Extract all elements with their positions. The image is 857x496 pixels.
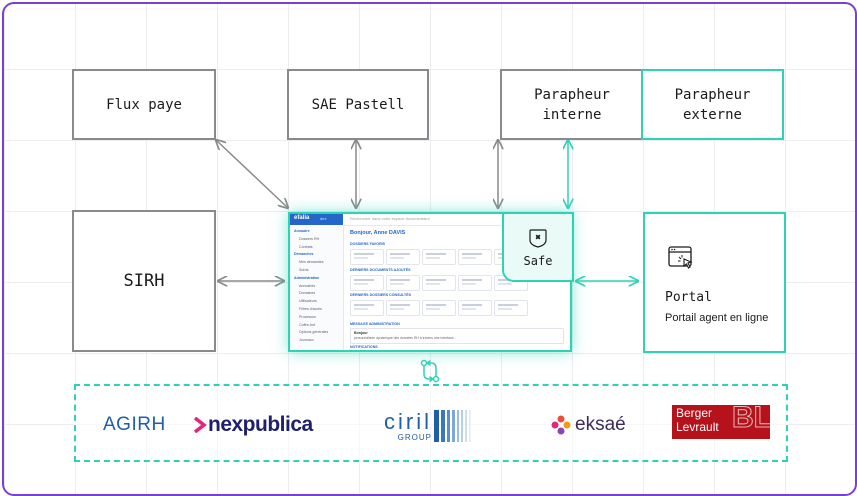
ciril-stripes-icon [434,410,471,442]
sidebar-item[interactable]: Annuaires [299,283,316,288]
agirh-logo: AGIRH [103,410,166,440]
portal-title: Portal [665,290,712,305]
sidebar-item[interactable]: Contrats [299,244,313,249]
section-header-message: MESSAGE ADMINISTRATION [350,322,400,326]
parapheur-externe-box: Parapheur externe [641,69,784,140]
sirh-label: SIRH [123,271,165,291]
ciril-group-text: GROUP [397,432,432,442]
sidebar-item[interactable]: Dossiers RH [299,236,320,241]
flux-paye-box: Flux paye [72,69,216,140]
berger-line1: Berger [676,406,713,420]
sidebar-item[interactable]: Utilisateurs [299,299,317,304]
section-card[interactable] [458,249,492,265]
admin-message-title: Bonjour [354,331,368,335]
nexpublica-logo: nexpublica [194,410,313,440]
nexpublica-chevron-icon [194,417,207,433]
section-card[interactable] [350,249,384,265]
agirh-logo-text: AGIRH [103,414,166,435]
section-card[interactable] [350,300,384,316]
sidebar-item[interactable]: Journaux [299,338,314,343]
app-logo: efalia [294,215,310,221]
sae-pastell-label: SAE Pastell [311,96,405,113]
portal-subtitle: Portail agent en ligne [665,312,769,324]
arrow-flux-paye [216,140,288,208]
partner-logos: AGIRH nexpublica ciril GROUP eksaé [74,384,788,462]
section-card[interactable] [494,300,528,316]
sidebar-item[interactable]: Suivis [299,268,309,272]
section-header-consultes: DERNIERS DOSSIERS CONSULTÉS [350,293,412,297]
parapheur-externe-label: Parapheur externe [674,86,751,123]
eksae-logo-text: eksaé [575,414,626,435]
portal-box: Portal Portail agent en ligne [643,212,786,353]
connectors [4,4,855,383]
sidebar-item[interactable]: Processus [299,314,316,319]
sync-icon [420,359,440,383]
app-main: Bonjour, Anne DAVIS [350,230,405,236]
section-header-documents: DERNIERS DOCUMENTS AJOUTÉS [350,268,411,272]
section-card[interactable] [422,300,456,316]
sidebar-item[interactable]: Annuaire [294,229,310,233]
flux-paye-label: Flux paye [106,96,182,113]
section-card[interactable] [386,249,420,265]
sirh-box: SIRH [72,210,216,352]
app-logo-tag: dex [320,216,327,221]
sidebar-item[interactable]: Administration [294,275,320,280]
admin-message-body: personnalisée dynamique des données RH à… [354,336,457,340]
section-header-notifications: NOTIFICATIONS [350,345,378,349]
sidebar-item[interactable]: Filtres d'accès [299,307,322,311]
section-card[interactable] [422,275,456,291]
eksae-logo: eksaé [550,410,626,440]
safe-icon [529,228,547,248]
berger-mark: BL [732,405,771,435]
section-card[interactable] [386,275,420,291]
sidebar-item[interactable]: Démarches [294,252,314,257]
app-topbar: efalia dex Rechercher dans votre espace … [290,214,570,226]
section-card[interactable] [386,300,420,316]
app-logo-area: efalia dex [290,214,343,225]
ciril-logo: ciril GROUP [384,408,478,444]
section-card[interactable] [458,300,492,316]
safe-label: Safe [523,253,553,268]
nexpublica-logo-text: nexpublica [208,413,313,436]
sidebar-item[interactable]: Options générales [299,330,329,335]
ciril-logo-text: ciril [384,408,432,434]
safe-box: Safe [502,212,574,282]
berger-line2: Levrault [676,420,719,434]
eksae-flower-icon [551,415,571,435]
sidebar-item[interactable]: Mes demandes [299,260,324,265]
section-header-favoris: DOSSIERS FAVORIS [350,242,386,246]
app-greeting: Bonjour, Anne DAVIS [350,230,406,236]
section-card[interactable] [350,275,384,291]
portal-browser-icon [668,246,693,269]
sidebar-item[interactable]: Domaines [299,291,316,296]
berger-levrault-logo: Berger Levrault BL [672,405,770,439]
parapheur-interne-box: Parapheur interne [500,69,644,140]
berger-levrault-badge: Berger Levrault BL [672,405,770,439]
app-search-input[interactable]: Rechercher dans votre espace documentair… [350,216,430,221]
sidebar-item[interactable]: Coffre-fort [299,322,316,327]
parapheur-interne-label: Parapheur interne [534,86,610,123]
section-card[interactable] [458,275,492,291]
sae-pastell-box: SAE Pastell [287,69,429,140]
section-card[interactable] [422,249,456,265]
